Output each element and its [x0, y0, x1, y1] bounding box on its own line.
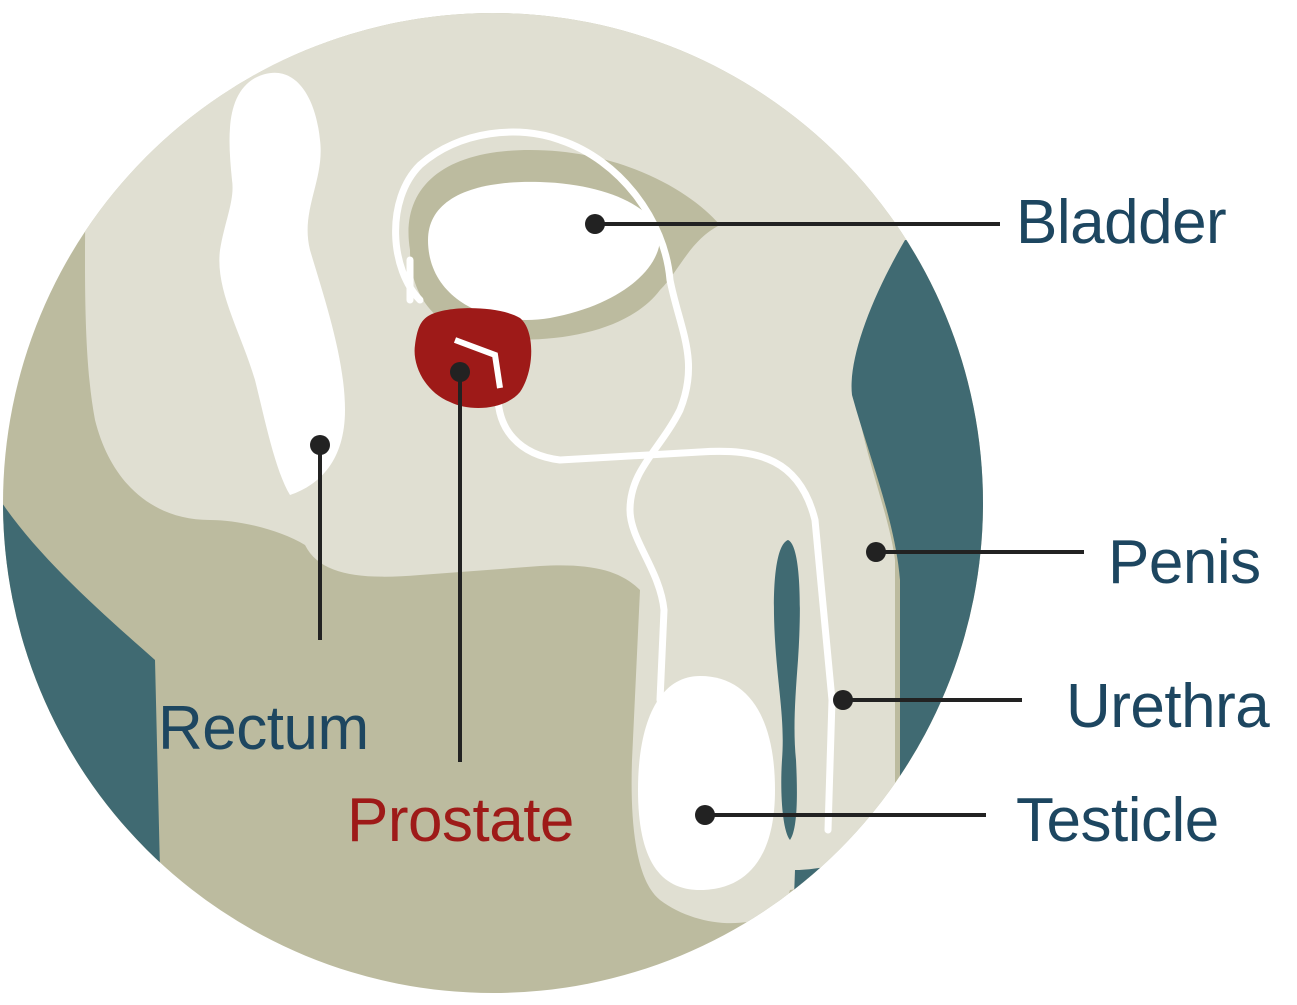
testicle [638, 676, 775, 890]
dot-bladder [585, 214, 605, 234]
dot-prostate [450, 362, 470, 382]
dot-testicle [695, 805, 715, 825]
label-testicle: Testicle [1016, 790, 1219, 852]
label-rectum: Rectum [158, 698, 369, 760]
dot-urethra [833, 690, 853, 710]
label-urethra: Urethra [1066, 676, 1269, 738]
label-penis: Penis [1108, 532, 1261, 594]
label-prostate: Prostate [347, 790, 574, 852]
dot-rectum [310, 435, 330, 455]
dot-penis [866, 542, 886, 562]
label-bladder: Bladder [1016, 192, 1226, 254]
